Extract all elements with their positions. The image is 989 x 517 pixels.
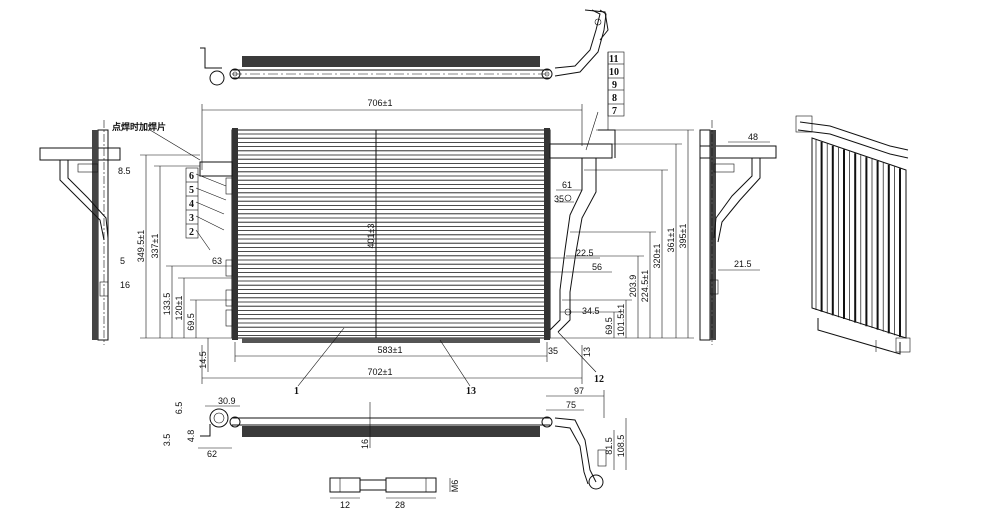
top-view-core: [242, 56, 540, 67]
dim-bot-81-5: 81.5: [604, 437, 614, 455]
dim-right-203-9: 203.9: [628, 275, 638, 298]
callout-6: 6: [189, 171, 194, 182]
dim-right-56: 56: [592, 262, 602, 272]
callout-12: 12: [594, 374, 604, 385]
dim-bot-62: 62: [207, 449, 217, 459]
dim-bot-108-5: 108.5: [616, 435, 626, 458]
dimension-lines: [140, 104, 770, 499]
dim-rside-48: 48: [748, 132, 758, 142]
dim-bot-30-9: 30.9: [218, 396, 236, 406]
dim-left-h4: 120±1: [174, 296, 184, 321]
callout-5: 5: [189, 185, 194, 196]
callout-10: 10: [609, 67, 619, 78]
callout-8: 8: [612, 93, 617, 104]
dim-left-h2: 337±1: [150, 234, 160, 259]
dim-right-224-5: 224.5±1: [640, 270, 650, 302]
top-view: [200, 9, 609, 86]
dim-right-395: 395±1: [678, 224, 688, 249]
dim-right-101-5: 101.5±1: [616, 304, 626, 336]
dim-right-69-5: 69.5: [604, 317, 614, 335]
dim-pin-28: 28: [395, 500, 405, 510]
dim-bot-6-5: 6.5: [174, 402, 184, 415]
dim-pin-12: 12: [340, 500, 350, 510]
dim-bot-4-8: 4.8: [186, 430, 196, 443]
dim-right-34-5: 34.5: [582, 306, 600, 316]
dim-right-61: 61: [562, 180, 572, 190]
dim-bot-75: 75: [566, 400, 576, 410]
dim-core-width: 583±1: [378, 345, 403, 355]
bottom-view-core: [242, 426, 540, 437]
dim-left-b: 14.5: [198, 351, 208, 369]
callout-3: 3: [189, 213, 194, 224]
left-side-view: [39, 120, 121, 345]
isometric-view: [795, 115, 911, 355]
dim-bottom-width: 702±1: [368, 367, 393, 377]
dim-left-h5: 69.5: [186, 313, 196, 331]
dim-left-63: 63: [212, 256, 222, 266]
bottom-mount-strip: [242, 338, 540, 343]
left-header-tank: [232, 128, 238, 340]
callout-7: 7: [612, 106, 617, 117]
dim-bot-16: 16: [360, 439, 370, 449]
dim-right-361: 361±1: [666, 228, 676, 253]
right-header-tank: [544, 128, 550, 340]
callout-box-stack-left: [185, 167, 199, 239]
dim-right-35b: 35: [548, 346, 558, 356]
dim-right-22-5: 22.5: [576, 248, 594, 258]
pin-detail: [329, 477, 437, 493]
dim-side-8-5: 8.5: [118, 166, 131, 176]
dim-side-5: 5: [120, 256, 125, 266]
dim-rside-21-5: 21.5: [734, 259, 752, 269]
callout-13: 13: [466, 386, 476, 397]
dim-top-width: 706±1: [368, 98, 393, 108]
callout-4: 4: [189, 199, 194, 210]
spot-weld-note: 点焊时加焊片: [112, 121, 166, 133]
front-view: [199, 128, 616, 343]
dim-bot-97: 97: [574, 386, 584, 396]
dim-core-height: 401±3: [366, 224, 376, 249]
callout-11: 11: [609, 54, 618, 65]
callout-1: 1: [294, 386, 299, 397]
right-side-view: [699, 120, 777, 345]
dim-side-16: 16: [120, 280, 130, 290]
dim-right-13: 13: [582, 347, 592, 357]
callout-9: 9: [612, 80, 617, 91]
dim-right-320: 320±1: [652, 244, 662, 269]
core-tubes: [238, 133, 544, 337]
dim-right-35a: 35: [554, 194, 564, 204]
callout-2: 2: [189, 227, 194, 238]
bottom-view: [200, 408, 607, 490]
dim-left-h3: 133.5: [162, 293, 172, 316]
dim-pin-m6: M6: [450, 480, 460, 493]
callout-box-stack-right: [607, 51, 625, 117]
dim-bot-3-5: 3.5: [162, 434, 172, 447]
dim-left-h1: 349.5±1: [136, 230, 146, 262]
